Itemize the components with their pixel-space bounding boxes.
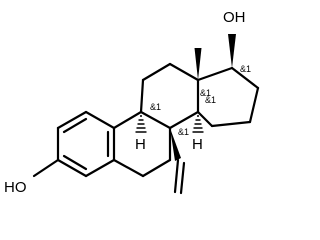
- c8-vinyl-wedge: [170, 128, 181, 161]
- ho-left-label: HO: [4, 179, 27, 196]
- c14-hydrogen-hash: [192, 115, 204, 133]
- oh-top-label: OH: [223, 9, 246, 26]
- stereo-label-c14: &1: [205, 95, 216, 105]
- h-c9-label: H: [135, 136, 146, 153]
- c17-hydroxyl-wedge: [228, 34, 236, 68]
- vinyl-double-bond: [173, 158, 186, 195]
- aromatic-double-1: [62, 117, 88, 134]
- molecule-svg: OH HO H H &1 &1 &1 &1 &1: [4, 9, 260, 196]
- c9-hydrogen-hash: [135, 115, 147, 133]
- structure-diagram: OH HO H H &1 &1 &1 &1 &1: [4, 9, 260, 196]
- ring-a: [56, 110, 116, 178]
- h-c14-label: H: [192, 136, 203, 153]
- aromatic-double-3: [62, 154, 88, 171]
- stereo-label-c8: &1: [178, 127, 189, 137]
- stereo-label-c13: &1: [200, 88, 211, 98]
- ring-c: [139, 62, 200, 130]
- stereo-label-c9: &1: [150, 102, 161, 112]
- ring-b: [112, 110, 172, 178]
- c13-methyl-wedge: [194, 48, 202, 80]
- stereo-label-c17: &1: [240, 64, 251, 74]
- ring-d: [196, 66, 260, 128]
- c3-oxygen-bond: [32, 158, 60, 178]
